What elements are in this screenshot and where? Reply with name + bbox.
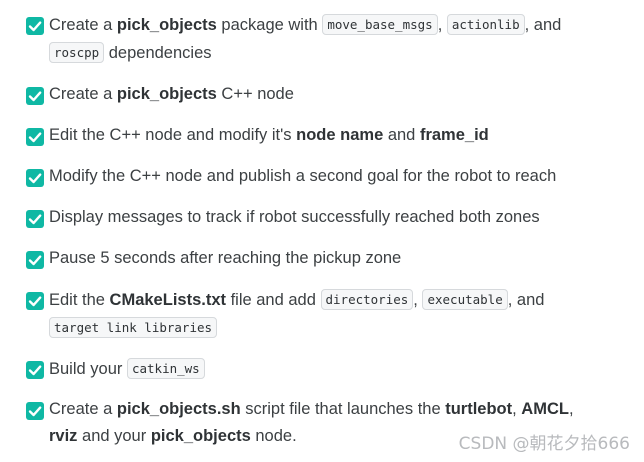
checkbox[interactable] [26, 251, 44, 269]
checkmark-icon [28, 214, 42, 225]
checkbox[interactable] [26, 87, 44, 105]
inline-code: roscpp [49, 42, 105, 63]
inline-code: move_base_msgs [322, 14, 438, 35]
checkmark-icon [28, 91, 42, 102]
checkmark-icon [28, 173, 42, 184]
checkbox[interactable] [26, 361, 44, 379]
checklist-item-text: Edit the CMakeLists.txt file and add dir… [49, 286, 544, 342]
inline-code: target link libraries [49, 317, 218, 338]
inline-code: directories [320, 289, 414, 310]
checkmark-icon [28, 406, 42, 417]
checkbox[interactable] [26, 402, 44, 420]
checkmark-icon [28, 296, 42, 307]
checklist-item-text: Modify the C++ node and publish a second… [49, 167, 557, 185]
checkmark-icon [28, 365, 42, 376]
checkbox[interactable] [26, 210, 44, 228]
checkmark-icon [28, 21, 42, 32]
checkmark-icon [28, 255, 42, 266]
checklist-item-text: Pause 5 seconds after reaching the picku… [49, 249, 402, 267]
checkbox[interactable] [26, 128, 44, 146]
inline-code: executable [422, 289, 508, 310]
inline-code: catkin_ws [126, 358, 205, 379]
watermark: CSDN @朝花夕拾666 [458, 434, 630, 454]
checklist-item-text: Create a pick_objects package with move_… [49, 14, 562, 63]
checklist-item-text: Create a pick_objects C++ node [49, 85, 294, 103]
checklist-item-text: Create a pick_objects.sh script file tha… [49, 400, 574, 445]
checklist-item-text: Display messages to track if robot succe… [49, 208, 540, 226]
inline-code: actionlib [446, 14, 525, 35]
checklist-item-text: Edit the C++ node and modify it's node n… [49, 126, 489, 144]
checkbox[interactable] [26, 292, 44, 310]
checkbox[interactable] [26, 17, 44, 35]
checklist-item-text: Build your catkin_ws [49, 355, 205, 383]
checkmark-icon [28, 132, 42, 143]
checkbox[interactable] [26, 169, 44, 187]
